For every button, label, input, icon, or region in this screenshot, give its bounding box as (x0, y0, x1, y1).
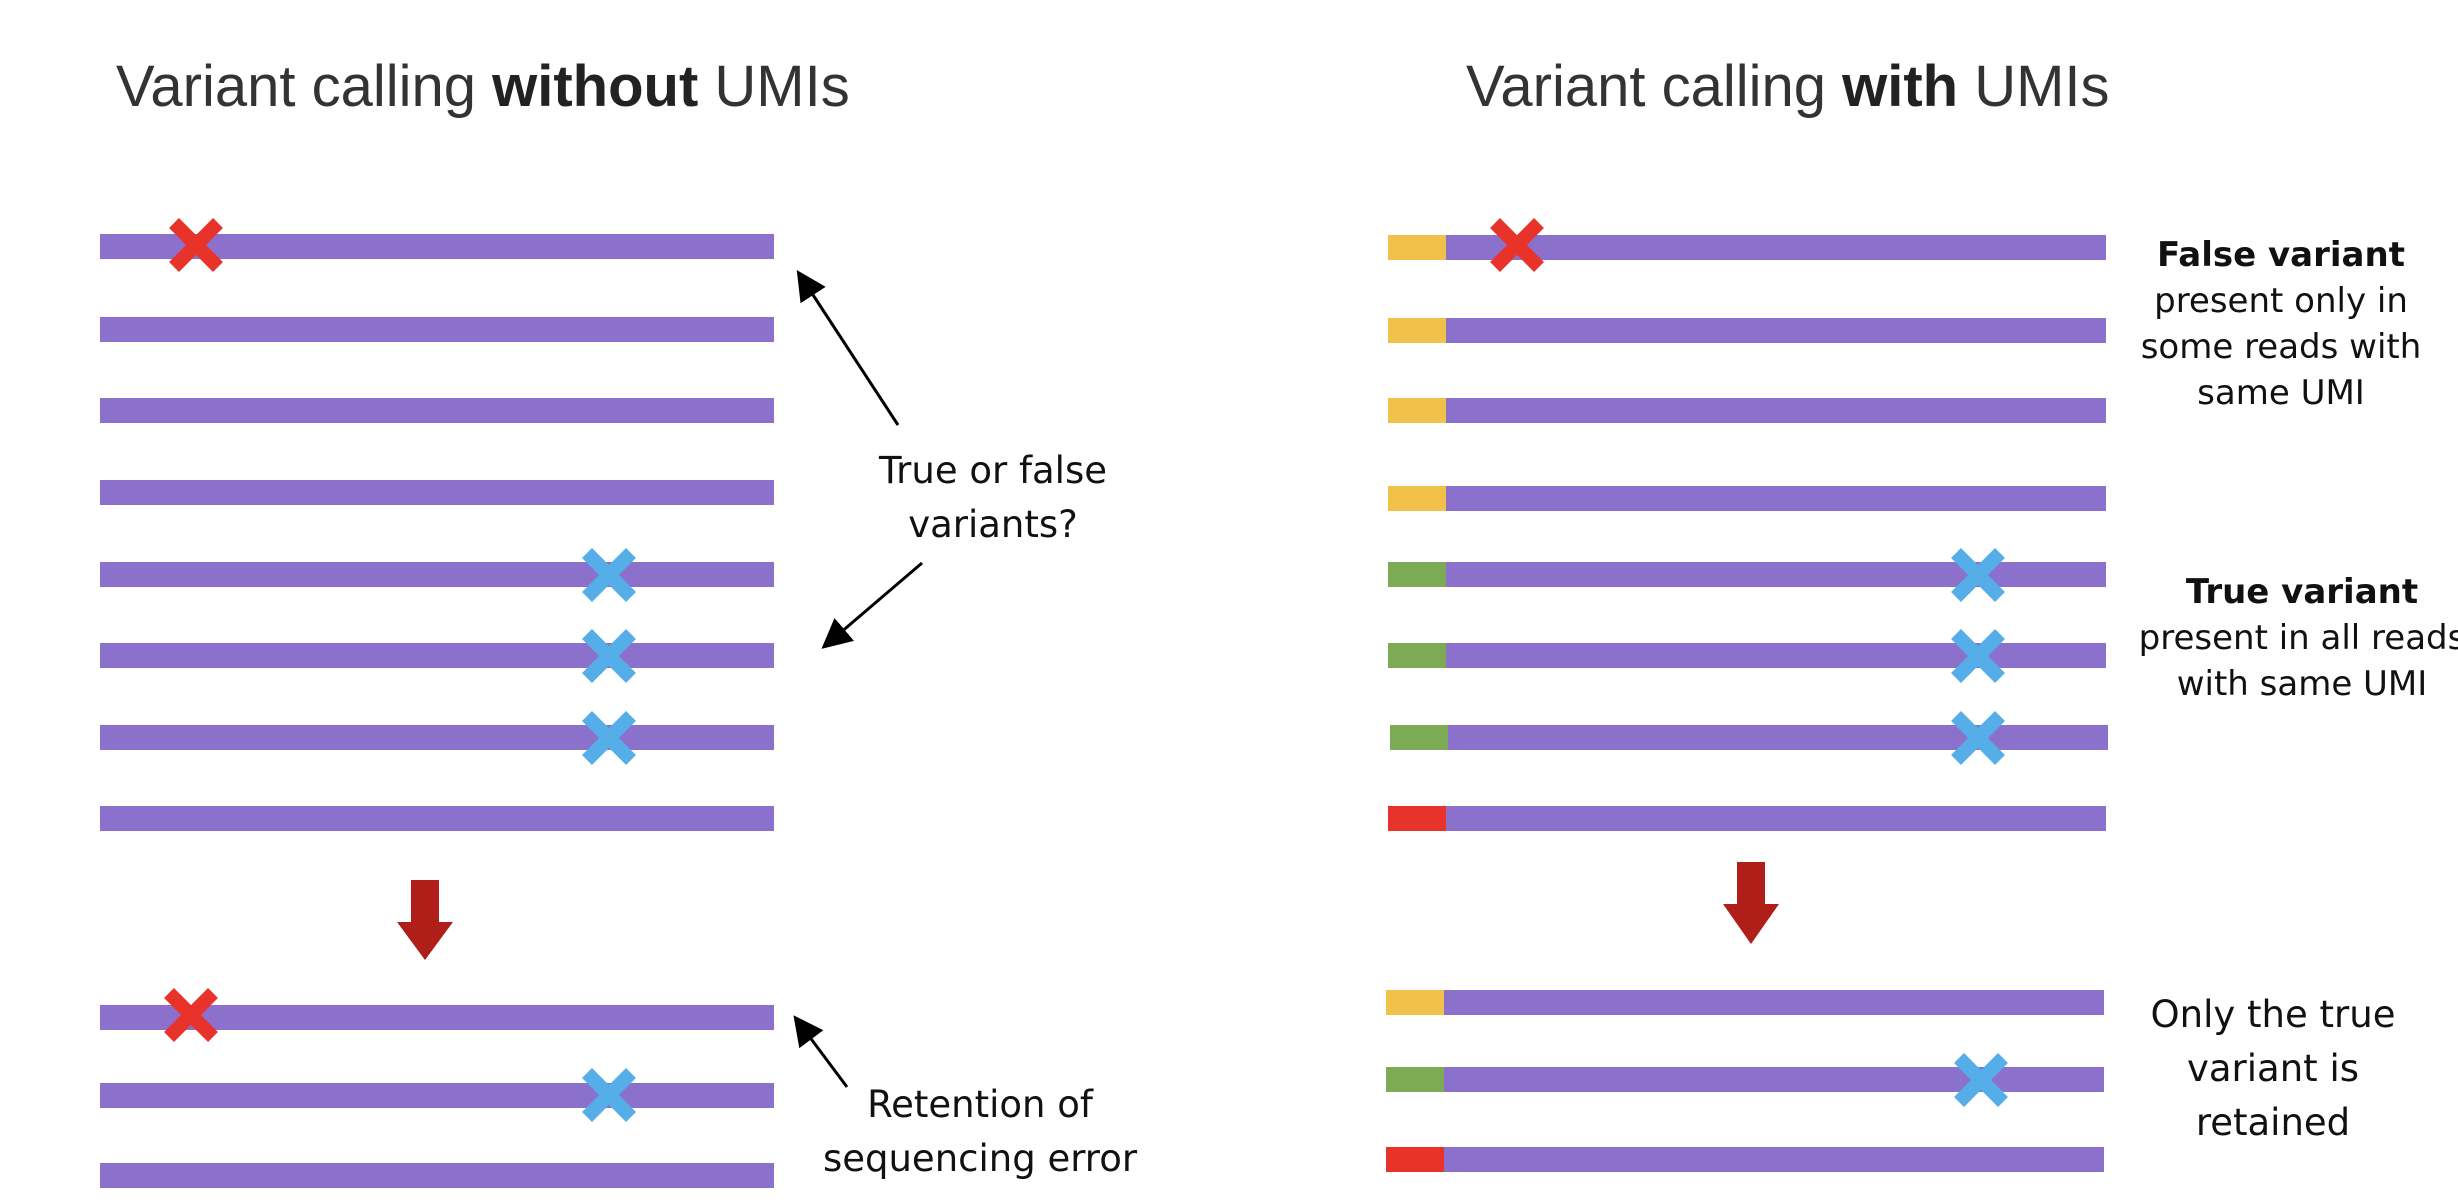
read-bar (1446, 235, 2106, 260)
right-down-arrow-icon (1723, 862, 1779, 944)
left-panel-title: Variant calling without UMIs (116, 54, 850, 119)
read-bar (100, 643, 774, 668)
umi-tag (1390, 725, 1448, 750)
umi-tag (1386, 990, 1444, 1015)
true-variant-title: True variant (2186, 572, 2418, 612)
true-variant-desc-line1: present in all reads (2139, 618, 2458, 658)
retention-label-line2: sequencing error (823, 1137, 1138, 1180)
right-panel-title: Variant calling with UMIs (1466, 54, 2110, 119)
left-raw-reads (100, 234, 774, 831)
read-bar (1444, 1067, 2104, 1092)
umi-tag (1388, 486, 1446, 511)
result-label-line3: retained (2196, 1101, 2350, 1144)
retention-arrow (793, 1015, 849, 1088)
umi-tag (1386, 1147, 1444, 1172)
umi-tag (1388, 562, 1446, 587)
false-variant-desc-line2: some reads with (2141, 327, 2422, 367)
left-down-arrow-icon (397, 880, 453, 960)
read-bar (100, 1163, 774, 1188)
read-bar (1446, 643, 2106, 668)
read-bar (100, 480, 774, 505)
left-result-reads (100, 1005, 774, 1188)
read-bar (1446, 318, 2106, 343)
read-bar (1444, 990, 2104, 1015)
retention-label-line1: Retention of (867, 1083, 1094, 1126)
question-label-line1: True or false (878, 449, 1107, 492)
false-variant-desc-line3: same UMI (2197, 373, 2365, 413)
right-panel: Variant calling with UMIs False var (1386, 54, 2458, 1172)
umi-tag (1388, 235, 1446, 260)
false-variant-title: False variant (2157, 235, 2405, 275)
read-bar (1446, 562, 2106, 587)
read-bar (1446, 806, 2106, 831)
read-bar (100, 1005, 774, 1030)
umi-tag (1388, 398, 1446, 423)
question-arrow-up (796, 269, 900, 426)
read-bar (1446, 398, 2106, 423)
read-bar (100, 725, 774, 750)
right-result-reads (1386, 990, 2104, 1172)
umi-tag (1388, 318, 1446, 343)
question-arrow-down (821, 561, 923, 649)
umi-tag (1386, 1067, 1444, 1092)
left-panel: Variant calling without UMIs True or fal… (100, 54, 1138, 1188)
result-label-line1: Only the true (2151, 993, 2396, 1036)
umi-tag (1388, 643, 1446, 668)
read-bar (100, 562, 774, 587)
read-bar (100, 398, 774, 423)
read-bar (1446, 486, 2106, 511)
read-bar (100, 1083, 774, 1108)
false-variant-desc-line1: present only in (2154, 281, 2408, 321)
result-label-line2: variant is (2187, 1047, 2359, 1090)
read-bar (100, 806, 774, 831)
read-bar (1444, 1147, 2104, 1172)
question-label-line2: variants? (908, 503, 1078, 546)
true-variant-desc-line2: with same UMI (2177, 664, 2428, 704)
right-raw-reads (1388, 235, 2108, 831)
read-bar (100, 317, 774, 342)
umi-tag (1388, 806, 1446, 831)
read-bar (1448, 725, 2108, 750)
